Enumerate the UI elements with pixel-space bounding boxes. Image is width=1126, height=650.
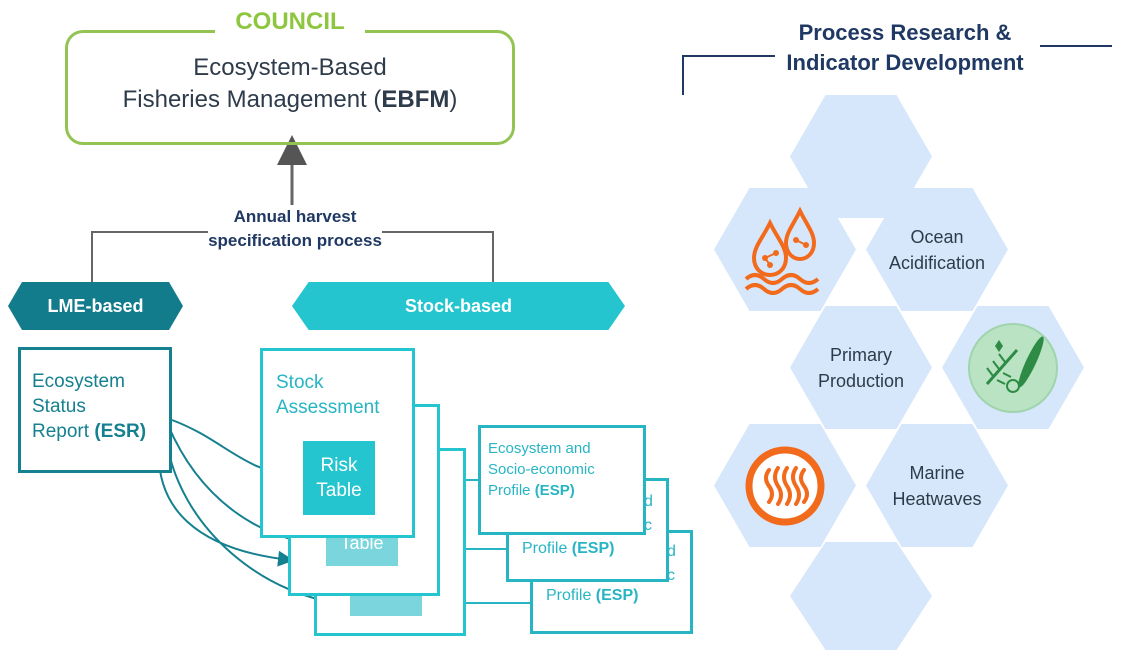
ebfm-line-2: Fisheries Management (EBFM) [65,84,515,116]
esp-back-2-text: Profile (ESP) [522,538,662,559]
hex-ocean-line-2: Acidification [888,252,986,273]
hex-marine-heatwaves: Marine Heatwaves [866,424,1008,547]
esp-line-1: Ecosystem and [488,440,591,457]
annual-line-1: Annual harvest [233,205,357,229]
ebfm-line-2-suffix: ) [449,86,458,113]
esp-back-3-fragment-c: c [667,567,675,584]
esp-line-3: Profile (ESP) [488,480,644,501]
esr-text: Ecosystem Status Report (ESR) [32,369,172,444]
esp-abbr: (ESP) [534,482,575,499]
esp-back-2-fragment-d: d [644,493,653,510]
esr-line-2: Status [32,396,86,417]
esp-line-3-prefix: Profile [488,482,535,499]
risk-table: Risk Table [303,441,375,515]
stock-line-2: Assessment [276,397,380,418]
process-title-line-2: Indicator Development [786,50,1024,75]
esp-back-3-profile: Profile [546,587,596,604]
process-title-line-left [682,55,775,95]
esp-back-3-abbr: (ESP) [595,587,639,604]
esp-back-2-profile: Profile [522,540,572,557]
esp-back-2-fragment-c: c [644,517,652,534]
council-label: COUNCIL [215,6,365,38]
esp-back-3-fragment-d: d [667,543,676,560]
hex-ocean-label: Ocean Acidification [889,224,985,276]
esp-back-3-text: Profile (ESP) [546,585,686,606]
esr-card [18,347,172,473]
stock-line-1: Stock [276,372,324,393]
esp-back-2-fragment: d c [644,490,653,538]
plankton-icon [968,322,1058,413]
esp-back-3-fragment: d c [667,540,676,588]
process-title-line-1: Process Research & [798,20,1012,45]
annual-line-2: specification process [208,229,382,253]
hex-primary-line-1: Primary [830,344,892,365]
esr-line-1: Ecosystem [32,371,125,392]
risk-table-back-3 [350,592,422,616]
risk-line-2: Table [316,480,362,501]
hex-ocean-line-1: Ocean [910,226,964,247]
esr-abbr: (ESR) [94,421,147,442]
annual-harvest-label: Annual harvest specification process [160,205,430,253]
hex-primary-line-2: Production [817,370,905,391]
back-risk-label: Table [340,533,384,553]
esp-card-front [478,425,646,535]
ebfm-line-1: Ecosystem-Based [193,54,387,81]
hex-primary-label: Primary Production [818,342,904,394]
ebfm-line-2-prefix: Fisheries Management ( [122,86,382,113]
hex-bottom-empty [790,542,932,650]
ebfm-abbr: EBFM [381,86,450,113]
hex-primary-production: Primary Production [790,306,932,429]
esp-card-text: Ecosystem and Socio-economic Profile (ES… [488,438,644,501]
stock-based-banner: Stock-based [292,282,625,330]
hex-plankton [942,306,1084,429]
hex-heat [714,424,856,547]
esp-back-2-abbr: (ESP) [571,540,615,557]
hex-ocean-acidification: Ocean Acidification [866,188,1008,311]
hex-heat-line-2: Heatwaves [892,488,982,509]
risk-line-1: Risk [320,455,358,476]
droplets-waves-icon [744,206,820,295]
process-title: Process Research & Indicator Development [700,18,1110,78]
hex-droplets [714,188,856,311]
heat-waves-icon [745,446,825,525]
esp-line-2: Socio-economic [488,461,595,478]
esr-line-3-prefix: Report [32,421,95,442]
esr-line-3: Report (ESR) [32,419,172,444]
stock-card-title: Stock Assessment [276,370,406,420]
hex-heat-line-1: Marine [909,462,965,483]
ebfm-text: Ecosystem-Based Fisheries Management (EB… [65,52,515,116]
hex-heat-label: Marine Heatwaves [892,460,981,512]
lme-based-banner: LME-based [8,282,183,330]
